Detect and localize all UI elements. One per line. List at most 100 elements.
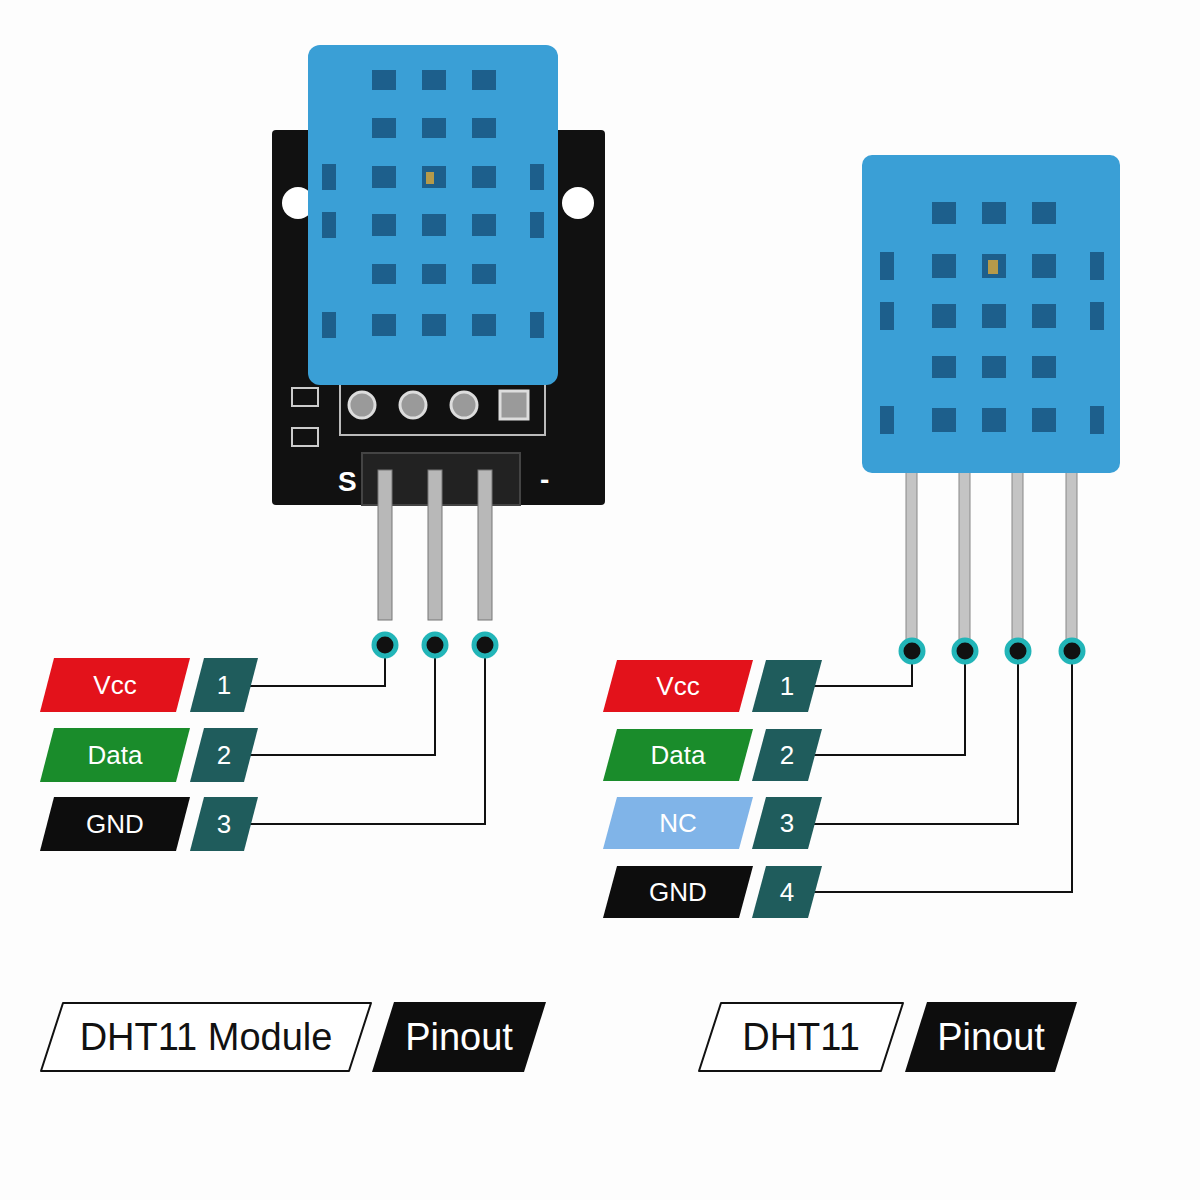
vent-hole xyxy=(932,356,956,378)
vent-hole xyxy=(472,264,496,284)
vent-slot xyxy=(1090,406,1104,434)
leader-line xyxy=(250,646,485,824)
tag-text: GND xyxy=(86,811,144,837)
tag-text: Data xyxy=(88,742,143,768)
tag-text: 2 xyxy=(217,742,231,768)
vent-slot xyxy=(322,164,336,190)
vent-slot xyxy=(530,312,544,338)
vent-hole xyxy=(422,166,446,188)
pin-dot xyxy=(1061,640,1083,662)
vent-slot xyxy=(322,312,336,338)
tag-text: 1 xyxy=(217,672,231,698)
title-tag: Pinout xyxy=(372,1002,546,1072)
vent-hole xyxy=(372,166,396,188)
leader-line xyxy=(250,646,435,755)
pin-dot xyxy=(954,640,976,662)
parallelogram xyxy=(603,660,753,712)
sensor-body xyxy=(308,45,558,385)
vent-hole xyxy=(472,214,496,236)
pin-number-tag: 2 xyxy=(752,729,822,781)
vent-hole xyxy=(472,314,496,336)
vent-slot xyxy=(322,212,336,238)
solder-pad xyxy=(400,392,426,418)
tag-text: Vcc xyxy=(93,672,136,698)
tag-text: Pinout xyxy=(937,1018,1045,1056)
vent-hole xyxy=(372,70,396,90)
header-pin xyxy=(478,470,492,620)
parallelogram xyxy=(603,797,753,849)
vent-hole xyxy=(422,214,446,236)
parallelogram xyxy=(372,1002,546,1072)
vent-holes xyxy=(880,202,1104,434)
solder-pad xyxy=(451,392,477,418)
vent-hole xyxy=(372,214,396,236)
sensor-pin xyxy=(1012,465,1023,645)
vent-hole xyxy=(472,70,496,90)
vent-holes xyxy=(322,70,544,338)
vent-slot xyxy=(1090,252,1104,280)
vent-hole xyxy=(372,314,396,336)
vent-hole xyxy=(1032,356,1056,378)
vent-slot xyxy=(880,406,894,434)
vent-hole xyxy=(932,408,956,432)
vent-hole xyxy=(982,356,1006,378)
parallelogram xyxy=(752,797,822,849)
vent-hole xyxy=(932,304,956,328)
pin-dot xyxy=(474,634,496,656)
tag-text: 1 xyxy=(780,673,794,699)
pin-name-tag: Data xyxy=(40,728,190,782)
parallelogram xyxy=(190,728,258,782)
leader-lines xyxy=(250,646,1072,892)
vent-slot xyxy=(880,252,894,280)
tag-text: 2 xyxy=(780,742,794,768)
vent-hole xyxy=(372,118,396,138)
pin-name-tag: Data xyxy=(603,729,753,781)
tag-text: NC xyxy=(659,810,697,836)
parallelogram xyxy=(190,658,258,712)
vent-hole xyxy=(982,202,1006,224)
vent-hole xyxy=(422,264,446,284)
leader-line xyxy=(814,651,912,686)
tag-text: GND xyxy=(649,879,707,905)
pin-name-tag: GND xyxy=(603,866,753,918)
vent-hole xyxy=(422,314,446,336)
leader-line xyxy=(814,651,1018,824)
pin-number-tag: 1 xyxy=(190,658,258,712)
vent-hole xyxy=(372,264,396,284)
smd-pad xyxy=(292,428,318,446)
parallelogram xyxy=(40,658,190,712)
vent-hole xyxy=(1032,202,1056,224)
parallelogram xyxy=(41,1003,371,1071)
vent-slot xyxy=(880,302,894,330)
sensor-body xyxy=(862,155,1120,473)
solder-pad xyxy=(500,391,528,419)
pin-name-tag: Vcc xyxy=(603,660,753,712)
vent-hole xyxy=(982,304,1006,328)
pin-dots xyxy=(374,634,1083,662)
tag-text: 4 xyxy=(780,879,794,905)
tag-text: DHT11 Module xyxy=(80,1018,333,1056)
header-pin xyxy=(378,470,392,620)
parallelogram xyxy=(752,729,822,781)
vent-hole xyxy=(1032,408,1056,432)
title-tag: DHT11 Module xyxy=(40,1002,372,1072)
pin-number-tag: 3 xyxy=(752,797,822,849)
pin-dot xyxy=(1007,640,1029,662)
leader-line xyxy=(814,651,965,755)
pin-dot xyxy=(374,634,396,656)
silkscreen-label: - xyxy=(540,466,549,494)
title-tag: DHT11 xyxy=(698,1002,904,1072)
tag-text: Vcc xyxy=(656,673,699,699)
parallelogram xyxy=(603,729,753,781)
leader-line xyxy=(250,646,385,686)
silkscreen-label: S xyxy=(338,468,357,496)
vent-hole xyxy=(472,166,496,188)
pin-number-tag: 1 xyxy=(752,660,822,712)
mount-hole xyxy=(562,187,594,219)
parallelogram xyxy=(699,1003,903,1071)
parallelogram xyxy=(905,1002,1077,1072)
parallelogram xyxy=(752,866,822,918)
leader-line xyxy=(814,651,1072,892)
sensor-pin xyxy=(959,465,970,645)
